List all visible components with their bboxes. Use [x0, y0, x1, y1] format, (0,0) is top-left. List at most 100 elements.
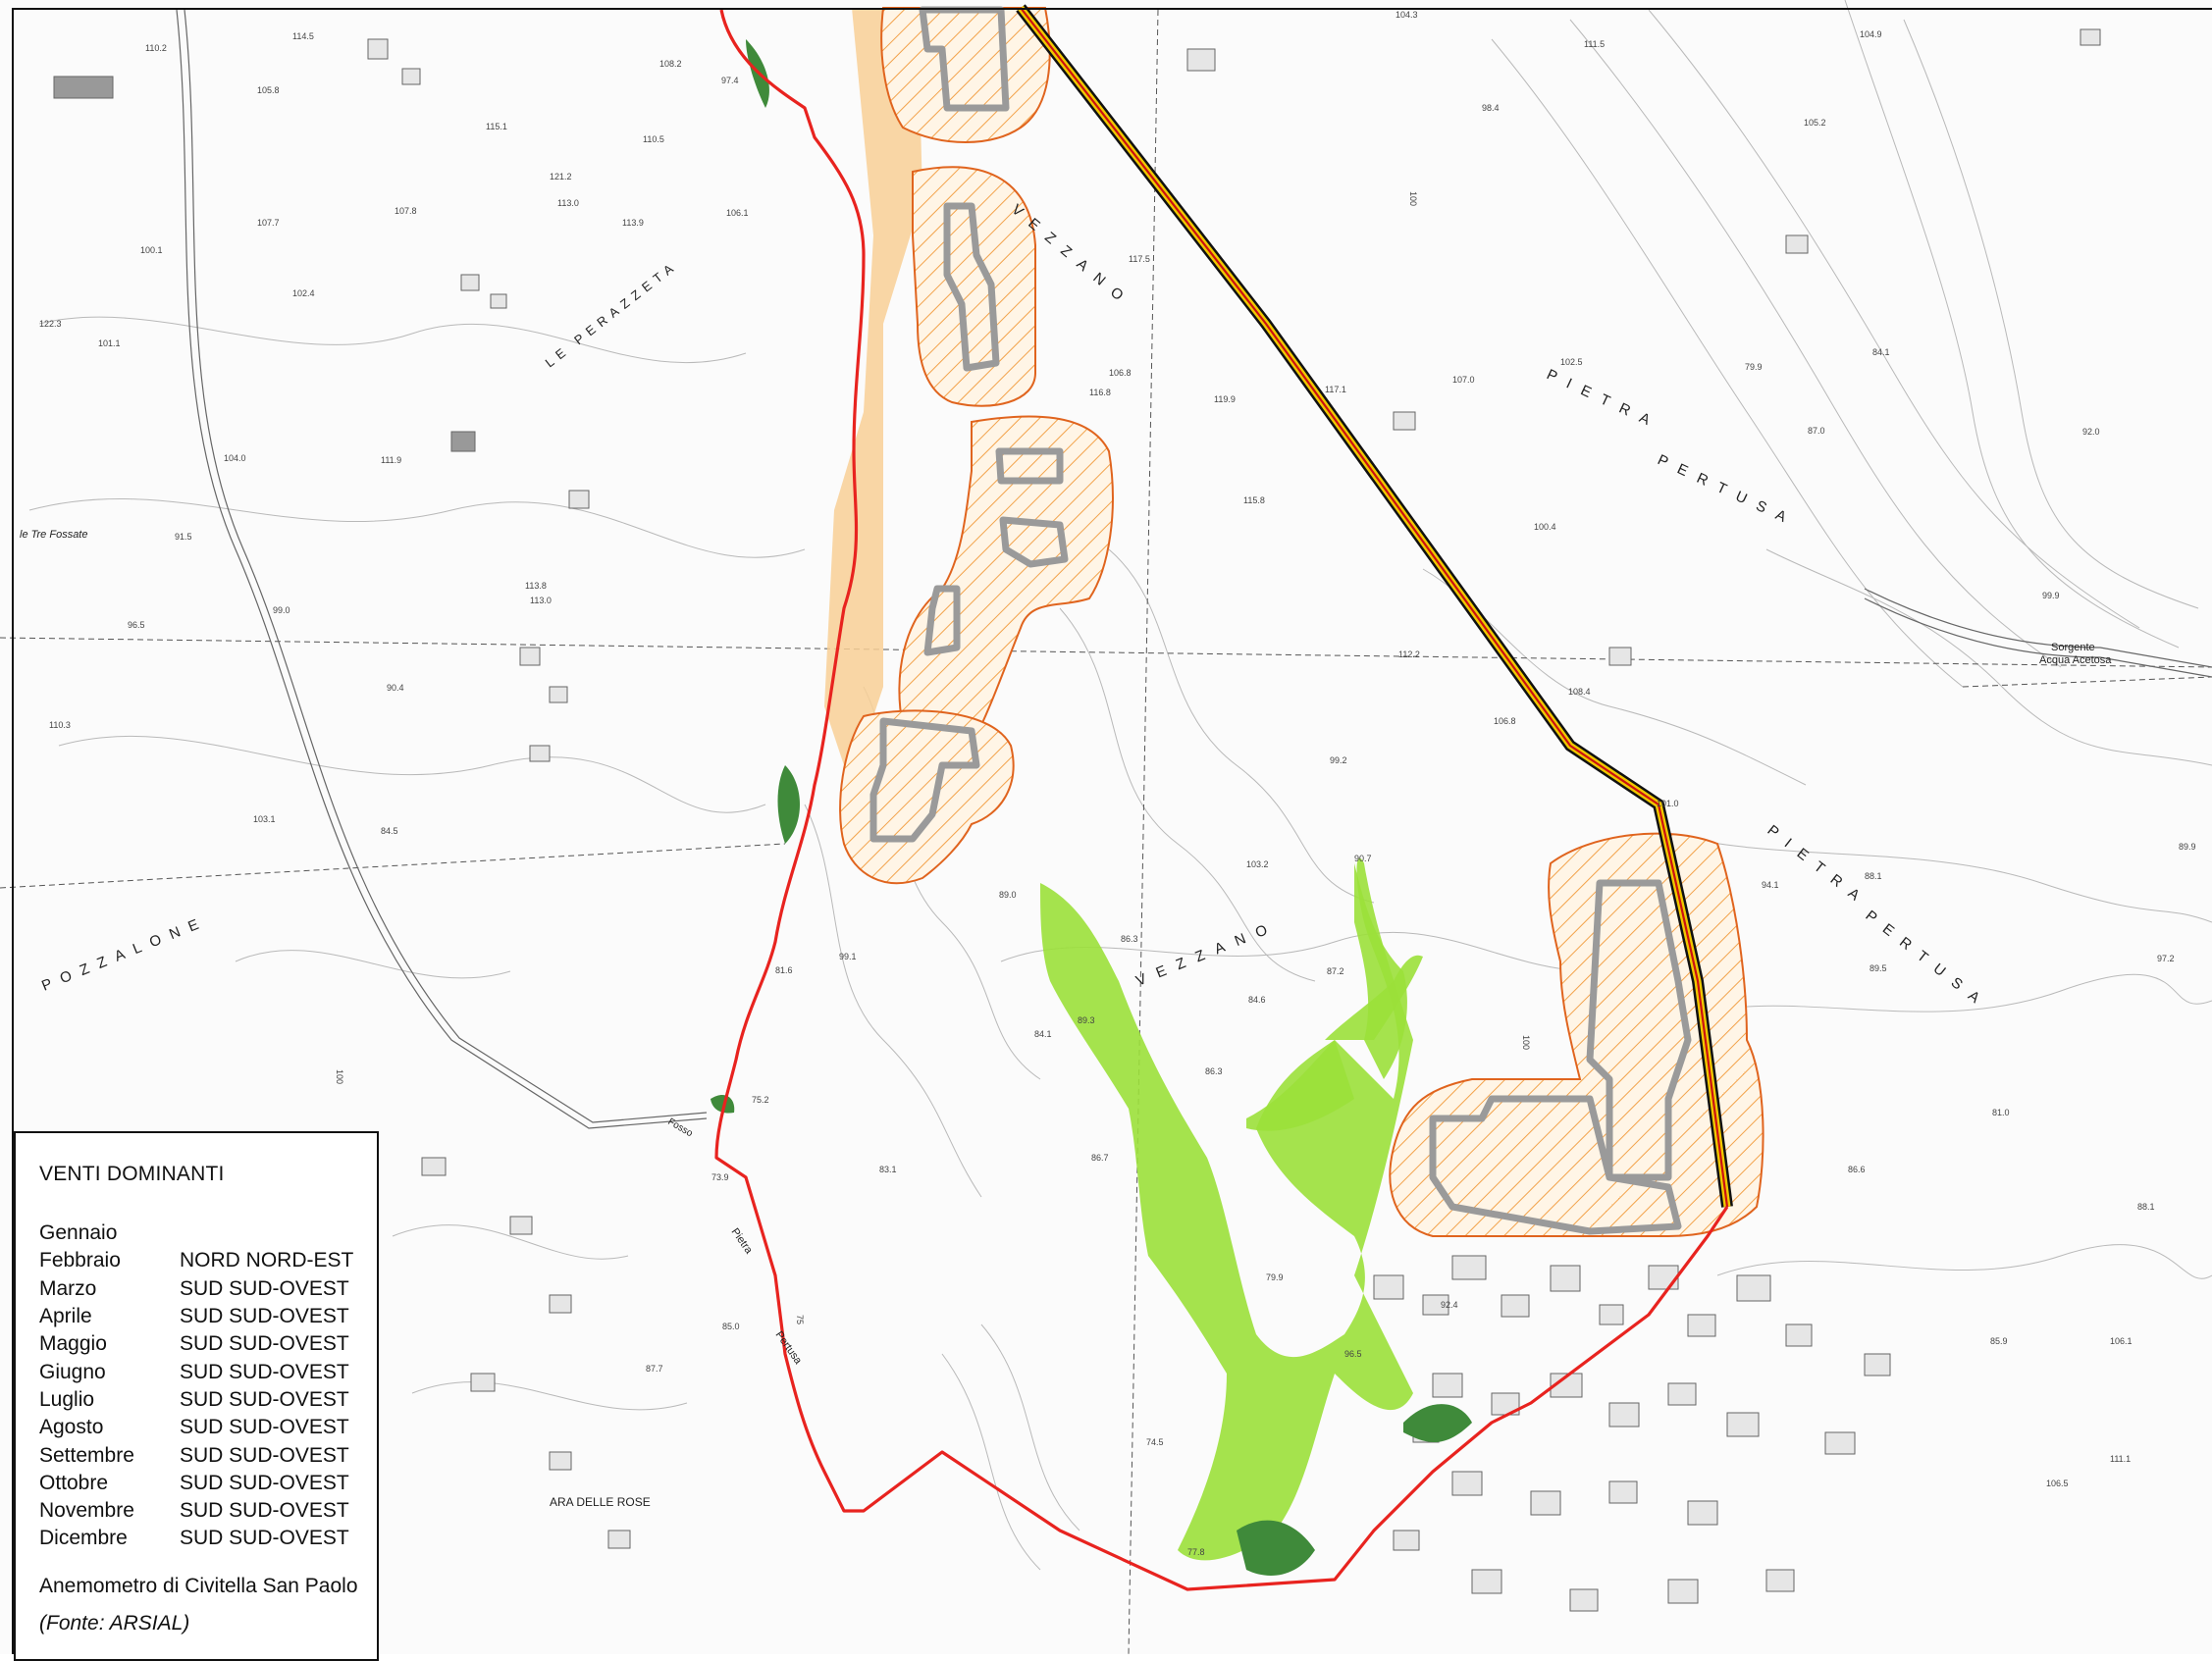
elevation-label: 96.5 [128, 620, 145, 630]
elevation-label: 86.6 [1848, 1165, 1866, 1174]
elevation-label: 98.4 [1482, 103, 1500, 113]
elevation-label: 84.6 [1248, 995, 1266, 1005]
month-label: Settembre [39, 1443, 134, 1467]
elevation-label: 100 [1408, 191, 1418, 206]
month-label: Novembre [39, 1499, 134, 1523]
elevation-label: 108.2 [659, 59, 682, 69]
elevation-label: 73.9 [711, 1172, 729, 1182]
legend-credit: (Fonte: ARSIAL) [39, 1611, 190, 1635]
elevation-label: 77.8 [1187, 1547, 1205, 1557]
orange-zone [824, 8, 922, 765]
elevation-label: 106.1 [2110, 1336, 2133, 1346]
elevation-label: 105.2 [1804, 118, 1826, 128]
place-label: Sorgente [2051, 642, 2095, 653]
elevation-label: 113.9 [622, 218, 644, 228]
elevation-label: 97.2 [2157, 954, 2175, 963]
elevation-label: 88.1 [2137, 1202, 2155, 1212]
settlement-outlines [869, 6, 1692, 1235]
elevation-label: 85.0 [722, 1322, 740, 1331]
elevation-label: 84.1 [1034, 1029, 1052, 1039]
light-green-vegetation-2 [1246, 1040, 1354, 1131]
place-label: POZZALONE [39, 912, 210, 995]
elevation-label: 110.5 [643, 134, 664, 144]
elevation-label: 88.1 [1865, 871, 1882, 881]
elevation-label: 117.5 [1129, 254, 1150, 264]
streams [176, 9, 2212, 1129]
place-label: PERTUSA [1863, 908, 1992, 1014]
month-label: Aprile [39, 1305, 92, 1328]
elevation-label: 86.3 [1121, 934, 1138, 944]
place-label: PIETRA [1764, 822, 1872, 911]
elevation-label: 105.8 [257, 85, 280, 95]
elevation-label: 97.4 [721, 76, 739, 85]
elevation-label: 79.9 [1745, 362, 1763, 372]
elevation-label: 74.5 [1146, 1437, 1164, 1447]
main-road [1016, 4, 1733, 1208]
elevation-label: 75 [795, 1315, 805, 1324]
place-label: VEZZANO [1133, 917, 1281, 990]
elevation-label: 89.5 [1870, 963, 1887, 973]
elevation-label: 99.9 [2042, 591, 2060, 600]
elevation-label: 84.1 [1872, 347, 1890, 357]
elevation-label: 100 [335, 1069, 344, 1084]
dark-green-vegetation [711, 39, 1472, 1576]
elevation-label: 111.9 [381, 455, 401, 465]
place-label: Acqua Acetosa [2039, 654, 2112, 666]
elevation-label: 104.0 [224, 453, 246, 463]
elevation-label: 90.7 [1354, 854, 1372, 863]
legend-title: VENTI DOMINANTI [39, 1163, 225, 1185]
wind-direction: SUD SUD-OVEST [180, 1443, 349, 1467]
wind-direction [180, 1220, 353, 1247]
elevation-label: 81.6 [775, 965, 793, 975]
elevation-label: 102.5 [1560, 357, 1583, 367]
elevation-label: 106.5 [2046, 1479, 2069, 1488]
elevation-label: 106.8 [1109, 368, 1132, 378]
place-label: LE PERAZZETA [543, 258, 681, 371]
elevation-label: 107.8 [395, 206, 417, 216]
wind-direction: SUD SUD-OVEST [180, 1499, 349, 1523]
elevation-label: 110.2 [145, 43, 167, 53]
elevation-label: 106.1 [726, 208, 749, 218]
elevation-label: 104.9 [1860, 29, 1882, 39]
elevation-label: 81.0 [1992, 1108, 2010, 1117]
elevation-label: 86.7 [1091, 1153, 1109, 1163]
legend-source: Anemometro di Civitella San Paolo [39, 1574, 358, 1597]
elevation-label: 86.3 [1205, 1066, 1223, 1076]
grid-lines [0, 9, 2212, 1654]
elevation-label: 114.5 [292, 31, 314, 41]
elevation-label: 99.1 [839, 952, 857, 961]
legend-row: Maggio SUD SUD-OVEST [39, 1330, 353, 1358]
month-label: Gennaio [39, 1221, 118, 1245]
month-label: Ottobre [39, 1471, 109, 1494]
elevation-label: 100.1 [140, 245, 163, 255]
place-label: Pietra [729, 1226, 756, 1257]
elevation-label: 89.0 [999, 890, 1017, 900]
legend-row: Novembre SUD SUD-OVEST [39, 1497, 353, 1525]
elevation-label: 111.1 [2110, 1454, 2131, 1464]
elevation-label: 92.0 [2082, 427, 2100, 437]
elevation-label: 99.0 [273, 605, 290, 615]
elevation-label: 87.7 [646, 1364, 663, 1374]
elevation-label: 111.5 [1584, 39, 1605, 49]
elevation-label: 100.4 [1534, 522, 1556, 532]
elevation-label: 87.0 [1808, 426, 1825, 436]
rural-buildings [53, 28, 2101, 1549]
elevation-label: 96.5 [1344, 1349, 1362, 1359]
wind-direction: NORD NORD-EST [180, 1249, 354, 1272]
elevation-label: 116.8 [1089, 388, 1111, 397]
light-green-vegetation-4 [1325, 955, 1423, 1040]
elevation-label: 117.1 [1325, 385, 1346, 394]
month-label: Maggio [39, 1332, 107, 1356]
elevation-label: 112.2 [1398, 649, 1420, 659]
elevation-label: 113.0 [530, 596, 552, 605]
elevation-label: 104.3 [1396, 10, 1418, 20]
elevation-label: 103.1 [253, 814, 276, 824]
legend-row: Settembre SUD SUD-OVEST [39, 1441, 353, 1469]
wind-direction: SUD SUD-OVEST [180, 1332, 349, 1356]
elevation-label: 110.3 [49, 720, 71, 730]
elevation-label: 83.1 [879, 1165, 897, 1174]
